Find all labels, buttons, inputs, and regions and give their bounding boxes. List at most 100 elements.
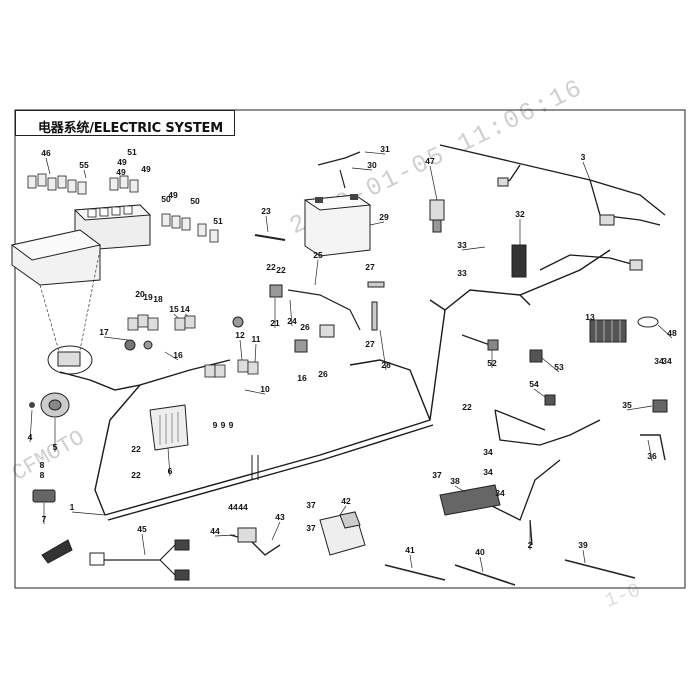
callout-38-fuse-box: 38 (450, 476, 460, 486)
callout-leader-46 (45, 157, 51, 175)
callout-37-repeat: 37 (432, 470, 442, 480)
callout-leader-42 (339, 505, 347, 516)
callout-leader-10 (244, 389, 266, 395)
callout-49-fuse: 49 (117, 157, 127, 167)
callout-9-repeat: 9 (229, 420, 234, 430)
callout-7-switch: 7 (42, 514, 47, 524)
callout-leader-6 (167, 447, 171, 477)
callout-19-fuse: 19 (143, 292, 153, 302)
main-harness (59, 249, 611, 521)
callout-22-repeat: 22 (266, 262, 276, 272)
callout-34-bolt: 34 (483, 447, 493, 457)
callout-39-cable-tie: 39 (578, 540, 588, 550)
callout-22-repeat: 22 (276, 265, 286, 275)
callout-24-connector: 24 (287, 316, 297, 326)
callout-27-repeat: 27 (365, 262, 375, 272)
callout-51-repeat: 51 (213, 216, 223, 226)
bolt-shape (29, 402, 35, 408)
detail-circle (47, 345, 93, 375)
callout-leader-3 (582, 161, 591, 181)
callout-leader-55 (83, 169, 87, 179)
callout-41-cable-tie: 41 (405, 545, 415, 555)
callout-leader-38 (454, 485, 466, 493)
callout-leader-40 (479, 556, 484, 573)
title-box: 电器系统/ELECTRIC SYSTEM (15, 110, 235, 136)
fuse-cluster (27, 173, 219, 243)
callout-28-bracket: 28 (381, 360, 391, 370)
callout-leader-54 (533, 388, 546, 398)
callout-26-repeat: 26 (318, 369, 328, 379)
callout-22-repeat: 22 (462, 402, 472, 412)
callout-3-front-harness: 3 (581, 152, 586, 162)
callout-leader-47 (429, 165, 438, 201)
page-title: 电器系统/ELECTRIC SYSTEM (38, 121, 223, 136)
callout-50-repeat: 50 (190, 196, 200, 206)
callout-leader-17 (103, 336, 129, 341)
callout-leader-31 (364, 151, 386, 155)
callout-22-repeat: 22 (131, 444, 141, 454)
callout-5-horn: 5 (53, 442, 58, 452)
callout-33-screw: 33 (457, 240, 467, 250)
battery-cable-shape (317, 151, 361, 166)
callout-1-main-harness: 1 (70, 502, 75, 512)
callout-14-connector: 14 (180, 304, 190, 314)
callout-33-repeat: 33 (457, 268, 467, 278)
callout-leader-28 (379, 329, 387, 371)
callout-11-relay: 11 (252, 334, 261, 344)
callout-4-horn-bolt: 4 (28, 432, 33, 442)
callout-34-repeat: 34 (662, 356, 672, 366)
battery-shape (303, 194, 372, 257)
detail-leaders (39, 249, 101, 356)
callout-leader-45 (141, 533, 146, 556)
callout-leader-43 (271, 521, 281, 541)
callout-10-relay-bracket: 10 (260, 384, 270, 394)
front-connector (599, 214, 615, 226)
front-connector (629, 259, 643, 271)
callout-22-bolt: 22 (131, 470, 141, 480)
callout-leader-24 (289, 299, 293, 327)
callout-leader-15 (173, 313, 179, 319)
relay-cluster (127, 314, 259, 378)
callout-leader-14 (184, 313, 189, 317)
callout-leader-48 (657, 324, 673, 339)
callout-21-bolt: 21 (270, 318, 280, 328)
callout-32-module: 32 (515, 209, 525, 219)
front-harness (439, 144, 666, 271)
callout-2-rear-harness: 2 (528, 540, 533, 550)
switch-shape (32, 489, 56, 503)
callout-18-fuse: 18 (153, 294, 163, 304)
callout-leader-23 (265, 215, 269, 233)
callout-leader-4 (29, 409, 33, 443)
callout-49-repeat: 49 (116, 167, 126, 177)
callout-9-fuse-clip: 9 (213, 420, 218, 430)
callout-34-repeat: 34 (495, 488, 505, 498)
rear-harness (479, 409, 601, 546)
callout-40-cable-tie: 40 (475, 547, 485, 557)
callout-44-screw: 44 (210, 526, 220, 536)
callout-leader-41 (409, 554, 413, 569)
callout-leader-30 (351, 167, 373, 171)
callout-leader-16 (164, 351, 179, 361)
callout-23-battery-cable: 23 (261, 206, 271, 216)
callout-12-relay: 12 (235, 330, 245, 340)
callout-53-connector: 53 (554, 362, 564, 372)
relay-box-detail (57, 351, 81, 367)
diagram-border (14, 109, 686, 589)
harness-break (251, 455, 259, 480)
callout-leader-29 (369, 221, 385, 226)
callout-leader-35 (626, 405, 653, 411)
fuse-box-assembly (10, 204, 152, 286)
callout-54-connector: 54 (529, 379, 539, 389)
callout-48-clip: 48 (667, 328, 677, 338)
callout-44-repeat: 44 (238, 502, 248, 512)
callout-30-battery-strap: 30 (367, 160, 377, 170)
callout-leader-11 (254, 343, 257, 363)
callout-20-fuse: 20 (135, 289, 145, 299)
callout-15-connector: 15 (169, 304, 179, 314)
callout-35-sensor: 35 (622, 400, 632, 410)
callout-13-regulator: 13 (585, 312, 595, 322)
callout-29-battery: 29 (379, 212, 389, 222)
callout-47-socket: 47 (425, 156, 435, 166)
